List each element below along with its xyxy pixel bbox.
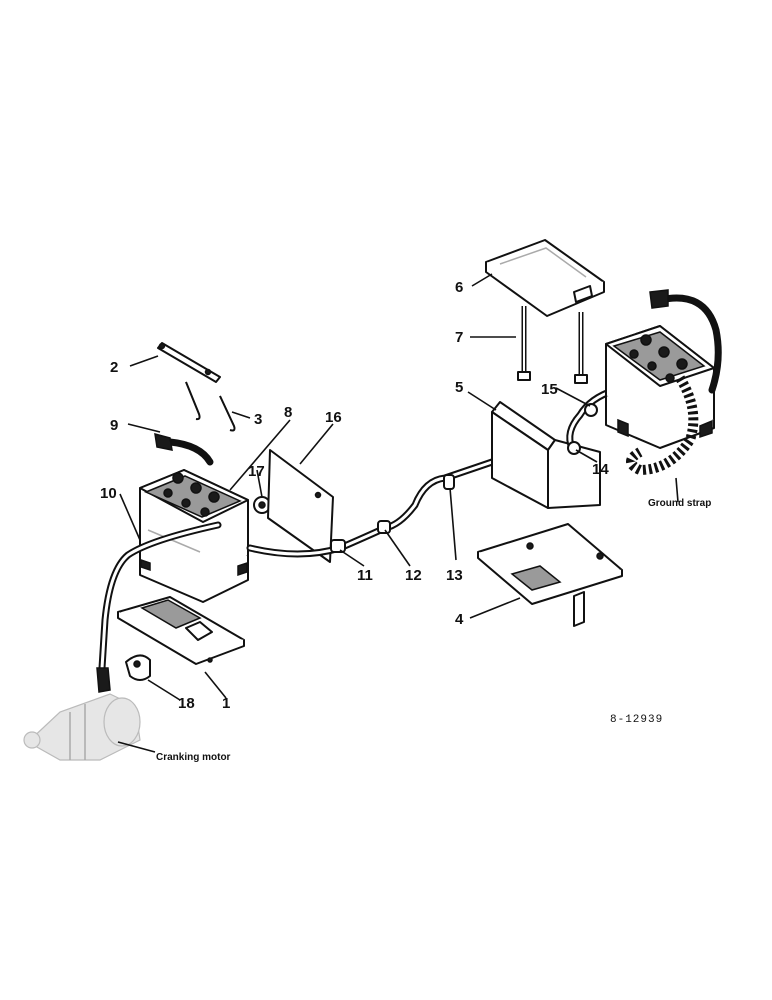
grommet [253, 496, 271, 514]
callout-3: 3 [254, 411, 262, 428]
battery-cable-long [96, 521, 222, 693]
cable-terminal-small [154, 432, 214, 466]
drawing-code: 8-12939 [610, 714, 663, 726]
callout-15: 15 [541, 381, 558, 398]
callout-11: 11 [357, 567, 373, 584]
callout-16: 16 [325, 409, 342, 426]
callout-14: 14 [592, 461, 609, 478]
elbow-boot [125, 654, 151, 681]
callout-6: 6 [455, 279, 463, 296]
insulator-plate [267, 449, 334, 563]
callout-17: 17 [248, 463, 265, 480]
long-bolts [517, 306, 588, 384]
callout-1: 1 [222, 695, 230, 712]
callout-8: 8 [284, 404, 292, 421]
battery-tray-right [477, 523, 623, 627]
leader-lines [117, 273, 679, 753]
callout-18: 18 [178, 695, 195, 712]
callout-4: 4 [455, 611, 464, 628]
callout-9: 9 [110, 417, 118, 434]
cranking-motor [23, 693, 141, 761]
hold-down-bar [157, 342, 221, 383]
callout-numbers: 2 3 9 8 16 17 10 11 12 13 14 15 5 7 6 4 … [100, 279, 609, 712]
callout-13: 13 [446, 567, 463, 584]
callout-2: 2 [110, 359, 118, 376]
battery-left [139, 469, 249, 603]
battery-tray-left [117, 596, 245, 665]
callout-7: 7 [455, 329, 463, 346]
callout-12: 12 [405, 567, 422, 584]
battery-right [605, 325, 715, 449]
caption-ground-strap: Ground strap [648, 498, 711, 509]
j-bolts [185, 381, 236, 432]
callout-5: 5 [455, 379, 463, 396]
battery-cover [485, 239, 605, 317]
ground-strap [626, 289, 722, 476]
callout-10: 10 [100, 485, 117, 502]
caption-cranking-motor: Cranking motor [156, 752, 231, 763]
battery-interconnect-cable [246, 456, 502, 558]
